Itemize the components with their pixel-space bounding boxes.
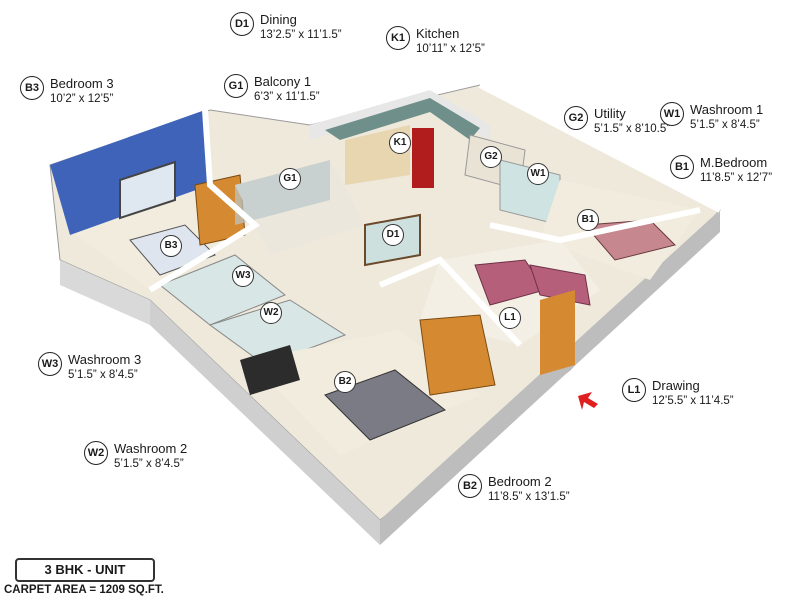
marker-b1: B1 <box>577 209 599 231</box>
outer-wall-right <box>380 210 720 545</box>
legend-badge: W3 <box>38 352 62 376</box>
kitchen-fridge <box>412 128 434 188</box>
legend-dim: 5’1.5” x 8’4.5” <box>114 458 184 470</box>
legend-washroom3: W3 Washroom 3 5’1.5” x 8’4.5” <box>38 352 141 383</box>
legend-name: Utility <box>594 106 626 121</box>
marker-l1: L1 <box>499 307 521 329</box>
kitchen-back-wall <box>310 90 490 140</box>
outer-wall-front <box>150 300 380 545</box>
legend-name: Washroom 2 <box>114 441 188 456</box>
legend-dining: D1 Dining 13’2.5” x 11’1.5” <box>230 12 342 43</box>
marker-b3: B3 <box>160 235 182 257</box>
legend-mbedroom: B1 M.Bedroom 11’8.5” x 12’7” <box>670 155 772 186</box>
legend-dim: 5’1.5” x 8’10.5” <box>594 123 671 135</box>
bedroom2-bed <box>324 369 446 441</box>
marker-w1: W1 <box>527 163 549 185</box>
legend-dim: 5’1.5” x 8’4.5” <box>690 119 760 131</box>
legend-badge: G2 <box>564 106 588 130</box>
legend-dim: 5’1.5” x 8’4.5” <box>68 369 138 381</box>
legend-name: Washroom 1 <box>690 102 764 117</box>
legend-name: Bedroom 3 <box>50 76 114 91</box>
legend-name: Washroom 3 <box>68 352 142 367</box>
interior-walls-4 <box>378 256 523 348</box>
legend-name: Kitchen <box>416 26 460 41</box>
interior-walls-3 <box>489 207 701 244</box>
bedroom3-wardrobe <box>194 174 246 246</box>
marker-d1: D1 <box>382 224 404 246</box>
outer-wall-left <box>60 260 150 325</box>
legend-badge: D1 <box>230 12 254 36</box>
legend-dim: 12’5.5” x 11’4.5” <box>652 395 734 407</box>
legend-bedroom3: B3 Bedroom 3 10’2” x 12’5” <box>20 76 114 107</box>
unit-type-label: 3 BHK - UNIT <box>15 558 155 582</box>
legend-balcony: G1 Balcony 1 6’3” x 11’1.5” <box>224 74 320 105</box>
balcony-glass <box>235 160 330 225</box>
legend-washroom1: W1 Washroom 1 5’1.5” x 8’4.5” <box>660 102 763 133</box>
bedroom3-accent-wall <box>50 110 210 235</box>
legend-badge: B1 <box>670 155 694 179</box>
bedroom2-wardrobe <box>419 314 496 396</box>
interior-walls-2 <box>478 82 722 213</box>
marker-g2: G2 <box>480 146 502 168</box>
bedroom2-tv-unit <box>240 345 300 395</box>
interior-walls <box>148 109 261 293</box>
marker-w2: W2 <box>260 302 282 324</box>
carpet-area-label: CARPET AREA = 1209 SQ.FT. <box>4 584 164 596</box>
legend-badge: B2 <box>458 474 482 498</box>
legend-badge: L1 <box>622 378 646 402</box>
marker-k1: K1 <box>389 132 411 154</box>
legend-dim: 11’8.5” x 13’1.5” <box>488 491 570 503</box>
legend-badge: G1 <box>224 74 248 98</box>
legend-dim: 13’2.5” x 11’1.5” <box>260 29 342 41</box>
legend-badge: W1 <box>660 102 684 126</box>
legend-dim: 10’11” x 12’5” <box>416 43 485 55</box>
legend-name: Dining <box>260 12 297 27</box>
legend-kitchen: K1 Kitchen 10’11” x 12’5” <box>386 26 485 57</box>
legend-dim: 10’2” x 12’5” <box>50 93 114 105</box>
bedroom3-window <box>119 160 176 220</box>
legend-name: M.Bedroom <box>700 155 768 170</box>
washroom3-area <box>159 254 286 326</box>
legend-dim: 11’8.5” x 12’7” <box>700 172 773 184</box>
legend-drawing: L1 Drawing 12’5.5” x 11’4.5” <box>622 378 734 409</box>
legend-name: Balcony 1 <box>254 74 312 89</box>
entry-door <box>540 290 575 375</box>
entry-arrow <box>578 392 598 410</box>
legend-name: Drawing <box>652 378 700 393</box>
legend-utility: G2 Utility 5’1.5” x 8’10.5” <box>564 106 670 137</box>
legend-badge: K1 <box>386 26 410 50</box>
legend-name: Bedroom 2 <box>488 474 552 489</box>
legend-bedroom2: B2 Bedroom 2 11’8.5” x 13’1.5” <box>458 474 570 505</box>
legend-dim: 6’3” x 11’1.5” <box>254 91 320 103</box>
marker-b2: B2 <box>334 371 356 393</box>
kitchen-counter <box>325 98 480 140</box>
legend-badge: W2 <box>84 441 108 465</box>
legend-badge: B3 <box>20 76 44 100</box>
marker-w3: W3 <box>232 265 254 287</box>
marker-g1: G1 <box>279 168 301 190</box>
legend-washroom2: W2 Washroom 2 5’1.5” x 8’4.5” <box>84 441 187 472</box>
